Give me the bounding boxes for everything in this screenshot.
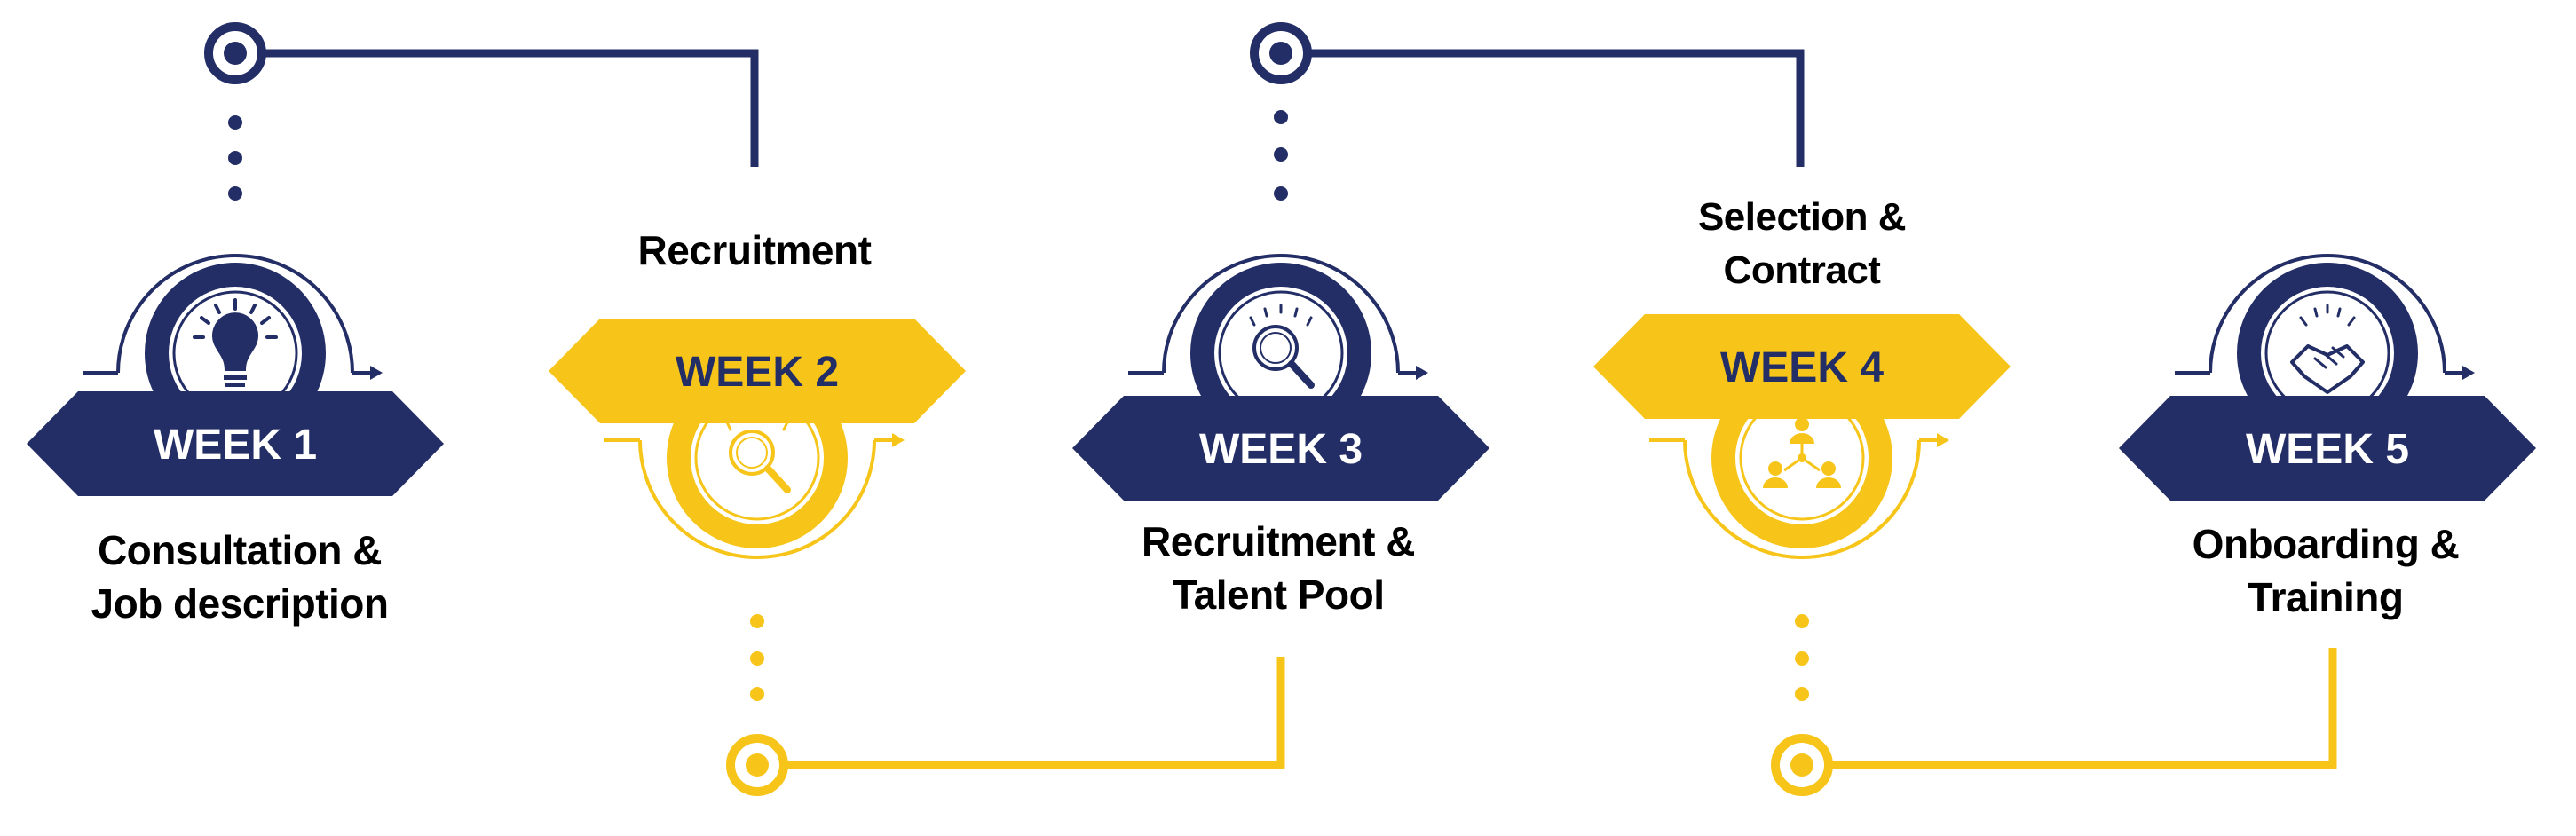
ray [1263, 307, 1268, 318]
ray [782, 421, 789, 431]
ray [1293, 307, 1299, 318]
magnifier-icon [1249, 304, 1315, 389]
week-banner [2119, 396, 2536, 501]
lens [729, 430, 775, 476]
connector-ring-dot [746, 753, 769, 777]
connector-week-2 [726, 614, 1285, 796]
progress-arc [2175, 254, 2475, 380]
connector-dot [750, 614, 764, 628]
team-network-icon [1763, 417, 1841, 488]
lens-inner [736, 437, 768, 469]
fingers [2313, 346, 2345, 369]
ray [2313, 307, 2319, 318]
connector-dot [1795, 614, 1809, 628]
handshake-icon [2290, 304, 2365, 394]
step-week-2: WEEK 2 [549, 319, 966, 559]
person-head [1768, 461, 1782, 476]
caption-week-3: Recruitment & Talent Pool [1142, 518, 1415, 618]
bulb-ray [214, 304, 221, 314]
caption-week-2: Recruitment [637, 227, 872, 273]
step-week-1: WEEK 1 [27, 254, 444, 496]
week-label: WEEK 5 [2246, 426, 2409, 473]
connector-dot [750, 687, 764, 701]
arrow-head-icon [370, 366, 383, 380]
arrow-head-icon [2462, 366, 2475, 380]
progress-arc [1128, 254, 1428, 380]
arc-line [1683, 439, 1921, 559]
connector-line [1308, 49, 1805, 167]
steps-layer: WEEK 1 WEEK 2 WEEK 3 WEEK 4 WEEK 5 [27, 254, 2536, 559]
week-banner [27, 391, 444, 496]
person-body [1790, 433, 1814, 444]
caption-week-5: Onboarding & Training [2192, 521, 2460, 620]
connector-line [262, 49, 759, 167]
caption-week-4: Selection & Contract [1697, 195, 1907, 292]
connector-dot [228, 186, 242, 201]
person-head [1821, 461, 1836, 476]
connector-ring-dot [224, 42, 247, 65]
ray [2347, 316, 2356, 327]
connector-week-1 [204, 22, 759, 201]
lens [1252, 325, 1299, 371]
connector-ring-dot [1790, 753, 1813, 777]
progress-arc [83, 254, 383, 380]
handle [1288, 360, 1315, 389]
connector-dot [1795, 651, 1809, 666]
person-head [1795, 417, 1809, 431]
connector-dot [1795, 687, 1809, 701]
connector-dot [1274, 186, 1288, 201]
week-label: WEEK 2 [676, 349, 839, 396]
connector-line [784, 657, 1285, 769]
ray [2299, 316, 2308, 327]
arrow-head-icon [1937, 433, 1949, 447]
week-banner [1593, 314, 2011, 419]
week-banner [1072, 396, 1489, 501]
bulb-ray [249, 304, 257, 314]
lens-inner [1260, 332, 1292, 364]
week-label: WEEK 3 [1199, 426, 1363, 473]
connector-week-3 [1250, 22, 1805, 201]
hub [1798, 453, 1806, 462]
caption-week-1: Consultation & Job description [91, 527, 389, 627]
arrow-head-icon [1416, 366, 1428, 380]
handle [764, 465, 791, 493]
ray [725, 421, 732, 431]
hands [2290, 344, 2365, 394]
week-label: WEEK 4 [1720, 344, 1884, 391]
bulb-ray [260, 316, 271, 325]
ray [2336, 307, 2342, 318]
connector-dot [1274, 147, 1288, 162]
progress-arc [1649, 433, 1949, 559]
arc-line [116, 254, 354, 374]
week-label: WEEK 1 [154, 422, 317, 469]
connector-week-4 [1771, 614, 2337, 796]
person-body [1763, 477, 1788, 488]
connector-dot [228, 115, 242, 130]
arc-line [638, 439, 876, 559]
ray [1306, 316, 1313, 327]
bulb-ray [200, 316, 210, 325]
connector-line [1829, 648, 2337, 769]
lightbulb-icon [193, 298, 278, 387]
connector-dot [228, 151, 242, 165]
ray [1249, 316, 1256, 327]
arc-line [1162, 254, 1400, 374]
connector-dot [750, 651, 764, 666]
bulb-base [224, 375, 247, 380]
progress-arc [604, 433, 905, 559]
step-week-5: WEEK 5 [2119, 254, 2536, 501]
person-body [1816, 477, 1841, 488]
week-banner [549, 319, 966, 423]
connector-lines [204, 22, 2337, 796]
step-week-4: WEEK 4 [1593, 314, 2011, 559]
bulb-base [225, 383, 245, 387]
arrow-head-icon [892, 433, 905, 447]
connector-ring-dot [1269, 42, 1292, 65]
step-week-3: WEEK 3 [1072, 254, 1489, 501]
bulb-shape [212, 312, 258, 371]
connector-dot [1274, 110, 1288, 124]
arc-line [2209, 254, 2446, 374]
